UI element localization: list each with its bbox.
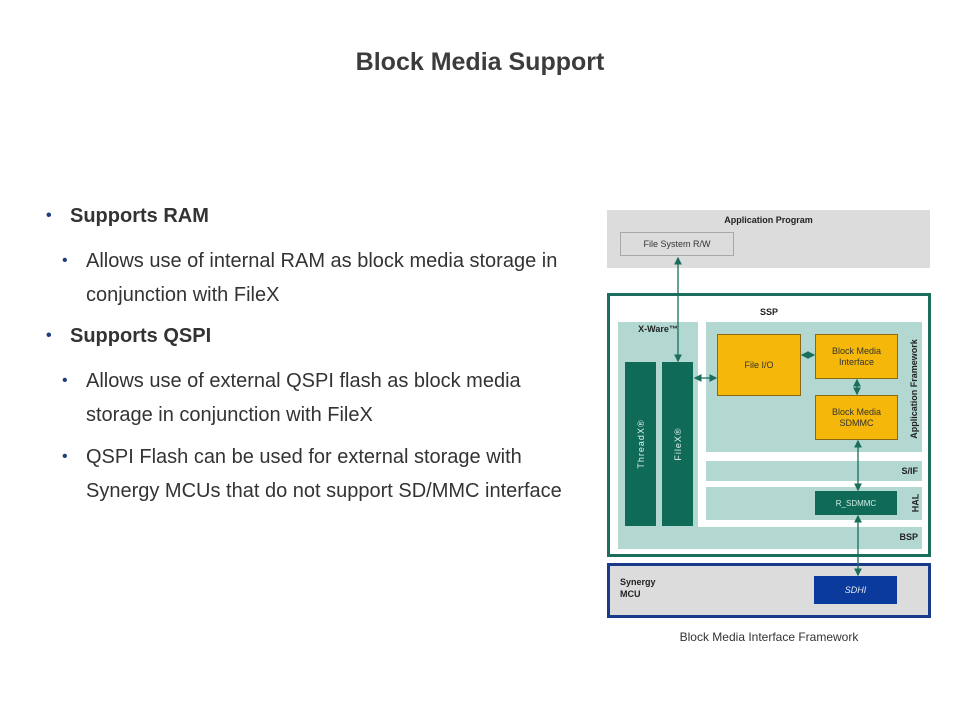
synergy-mcu-line2: MCU xyxy=(620,589,641,599)
block-media-interface-block: Block Media Interface xyxy=(815,334,898,379)
bullet-dot-icon: • xyxy=(46,207,52,224)
file-io-block: File I/O xyxy=(717,334,801,396)
sub-bullet-text: Allows use of external QSPI flash as blo… xyxy=(86,370,521,426)
sub-bullet: • Allows use of internal RAM as block me… xyxy=(46,244,566,312)
bullet-dot-icon: • xyxy=(46,327,52,344)
sdhi-block: SDHI xyxy=(814,576,897,604)
sub-bullet: • QSPI Flash can be used for external st… xyxy=(46,440,566,508)
bullet-label: Supports QSPI xyxy=(70,325,212,347)
r-sdmmc-block: R_SDMMC xyxy=(815,491,897,515)
bullet-dot-icon: • xyxy=(62,448,68,465)
sif-layer: S/IF xyxy=(706,461,922,481)
application-program-label: Application Program xyxy=(724,215,813,225)
bullet-list: • Supports RAM • Allows use of internal … xyxy=(46,200,566,516)
bullet-supports-ram: • Supports RAM xyxy=(46,200,566,232)
bullet-dot-icon: • xyxy=(62,372,68,389)
bullet-label: Supports RAM xyxy=(70,205,209,227)
synergy-mcu-label: Synergy MCU xyxy=(620,576,656,600)
xware-label: X-Ware™ xyxy=(638,324,678,334)
ssp-label: SSP xyxy=(759,307,778,317)
bullet-dot-icon: • xyxy=(62,252,68,269)
sub-bullet-text: QSPI Flash can be used for external stor… xyxy=(86,446,562,502)
sif-label: S/IF xyxy=(901,466,918,476)
application-program-block: Application Program xyxy=(607,210,930,268)
bsp-label: BSP xyxy=(899,532,918,542)
sub-bullet-text: Allows use of internal RAM as block medi… xyxy=(86,250,558,306)
diagram-caption: Block Media Interface Framework xyxy=(679,630,859,644)
bsp-layer: BSP xyxy=(618,527,922,549)
filex-block: FileX® xyxy=(662,362,693,526)
synergy-mcu-block: Synergy MCU xyxy=(607,563,931,618)
synergy-mcu-line1: Synergy xyxy=(620,577,656,587)
bullet-supports-qspi: • Supports QSPI xyxy=(46,320,566,352)
slide-title: Block Media Support xyxy=(355,48,605,76)
block-media-sdmmc-block: Block Media SDMMC xyxy=(815,395,898,440)
file-system-rw-block: File System R/W xyxy=(620,232,734,256)
sub-bullet: • Allows use of external QSPI flash as b… xyxy=(46,364,566,432)
threadx-block: ThreadX® xyxy=(625,362,656,526)
